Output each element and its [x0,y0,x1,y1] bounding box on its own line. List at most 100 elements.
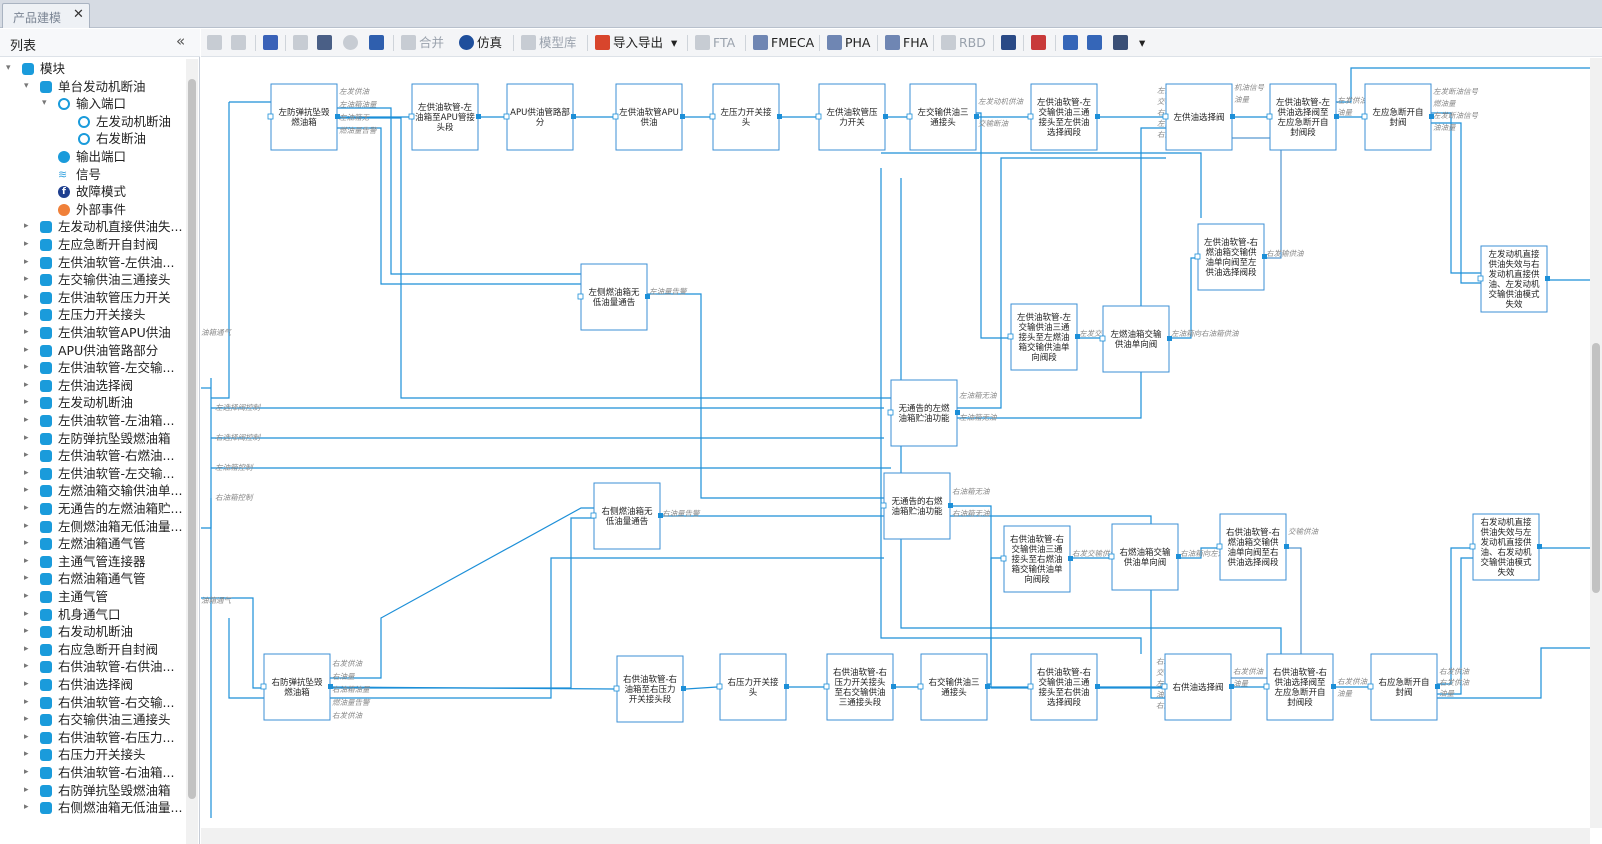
chevron-right-icon[interactable]: ▸ [24,608,29,619]
save-button[interactable] [369,33,387,53]
tree-item[interactable]: ▸左燃油箱通气管 [0,535,186,552]
tree-item[interactable]: ▸左供油软管-左交输... [0,465,186,482]
center-view-button[interactable] [1063,33,1081,53]
tree-item[interactable]: ▸左侧燃油箱无低油量... [0,518,186,535]
chevron-right-icon[interactable]: ▸ [24,573,29,584]
diagram-block[interactable]: 左供油软管APU供油 [612,83,685,151]
tree-item[interactable]: ▸右供油软管-右供油... [0,658,186,675]
diagram-block[interactable]: APU供油管路部分 [503,83,576,151]
chevron-right-icon[interactable]: ▸ [24,555,29,566]
import-export-button[interactable]: 导入导出 [595,33,663,53]
tree-item[interactable]: ▸右防弹抗坠毁燃油箱 [0,782,186,799]
diagram-block[interactable]: 左供油软管压力开关 [815,83,888,151]
rbd-button[interactable]: RBD [941,33,986,53]
tree-item[interactable]: ▸左应急断开自封阀 [0,236,186,253]
chevron-right-icon[interactable]: ▸ [24,485,29,496]
tree-item[interactable]: ▸右供油选择阀 [0,676,186,693]
tree-item[interactable]: ▾模块 [0,60,186,77]
chevron-right-icon[interactable]: ▸ [24,749,29,760]
copy-button[interactable] [293,33,311,53]
diagram-block[interactable]: 右应急断开自封阀 [1367,653,1440,721]
check-button[interactable] [1031,33,1049,53]
diagram-block[interactable]: 左供油选择阀 [1162,83,1235,151]
tree-item[interactable]: ▸左发动机断油 [0,394,186,411]
tree-item[interactable]: ▸左供油软管-左交输... [0,359,186,376]
diagram-block[interactable]: 左应急断开自封阀 [1361,83,1434,151]
fta-button[interactable]: FTA [695,33,735,53]
chevron-right-icon[interactable]: ▸ [24,520,29,531]
tree-item[interactable]: ▸右发动机断油 [0,623,186,640]
chevron-right-icon[interactable]: ▸ [24,379,29,390]
text-button[interactable] [1001,33,1019,53]
chevron-right-icon[interactable]: ▸ [24,767,29,777]
tree-item[interactable]: ≋信号 [0,166,186,183]
delete-button[interactable] [343,33,361,53]
tree-item[interactable]: ▸右交输供油三通接头 [0,711,186,728]
import-export-dropdown[interactable]: ▾ [671,35,678,50]
chevron-right-icon[interactable]: ▸ [24,221,29,232]
close-icon[interactable]: ✕ [73,7,84,22]
model-library-button[interactable]: 模型库 [521,33,577,53]
tree-item[interactable]: ▸左供油软管APU供油 [0,324,186,341]
diagram-block[interactable]: 左压力开关接头 [709,83,782,151]
chevron-right-icon[interactable]: ▸ [24,415,29,425]
diagram-svg[interactable]: 左油箱通气左油箱无油左发供油左油箱油量左油箱无燃油量告警油箱通气油箱通气左油量左… [201,58,1590,828]
chevron-right-icon[interactable]: ▸ [24,362,29,373]
align-dropdown[interactable]: ▾ [1139,35,1146,50]
chevron-right-icon[interactable]: ▸ [24,239,29,249]
tree-item[interactable]: ▸右供油软管-右交输... [0,694,186,711]
paste-button[interactable] [317,33,335,53]
canvas-vertical-scrollbar[interactable] [1590,58,1602,828]
chevron-right-icon[interactable]: ▸ [24,643,29,654]
tree-item[interactable]: ▸左供油软管-左油箱... [0,412,186,429]
diagram-canvas[interactable]: 左油箱通气左油箱无油左发供油左油箱油量左油箱无燃油量告警油箱通气油箱通气左油量左… [201,58,1590,828]
diagram-block[interactable]: 右压力开关接头 [716,653,789,721]
tree-item[interactable]: ▸左发动机直接供油失... [0,218,186,235]
tree-item[interactable]: ▾输入端口 [0,95,186,112]
tree-item[interactable]: ▸左供油软管压力开关 [0,289,186,306]
merge-button[interactable]: 合并 [401,33,444,53]
chevron-right-icon[interactable]: ▸ [24,679,29,689]
chevron-right-icon[interactable]: ▸ [24,714,29,725]
chevron-right-icon[interactable]: ▸ [24,397,29,408]
diagram-block[interactable]: 右防弹抗坠毁燃油箱 [260,653,333,721]
tree-item[interactable]: ▸主通气管连接器 [0,553,186,570]
canvas-vscroll-thumb[interactable] [1592,343,1600,593]
diagram-block[interactable]: 左交输供油三通接头 [906,83,979,151]
move-down-button[interactable] [231,33,249,53]
tree-item[interactable]: ▾单台发动机断油 [0,78,186,95]
tree-item[interactable]: ▸APU供油管路部分 [0,342,186,359]
chevron-right-icon[interactable]: ▸ [24,731,29,742]
pha-button[interactable]: PHA [827,33,871,53]
tree-item[interactable]: ▸主通气管 [0,588,186,605]
diagram-block[interactable]: 左防弹抗坠毁燃油箱 [267,83,340,151]
tree-item[interactable]: ▸左交输供油三通接头 [0,271,186,288]
tree-scrollbar-thumb[interactable] [188,79,196,799]
fit-view-button[interactable] [1087,33,1105,53]
chevron-right-icon[interactable]: ▸ [24,661,29,672]
chevron-right-icon[interactable]: ▸ [24,784,29,795]
tree-item[interactable]: ▸左防弹抗坠毁燃油箱 [0,430,186,447]
fmeca-button[interactable]: FMECA [753,33,814,53]
diagram-block[interactable]: 右供油选择阀 [1161,653,1234,721]
diagram-block[interactable]: 右交输供油三通接头 [917,653,990,721]
chevron-right-icon[interactable]: ▸ [24,256,29,267]
chevron-down-icon[interactable]: ▾ [42,98,47,109]
chevron-right-icon[interactable]: ▸ [24,309,29,320]
tree-item[interactable]: ▸左供油选择阀 [0,377,186,394]
